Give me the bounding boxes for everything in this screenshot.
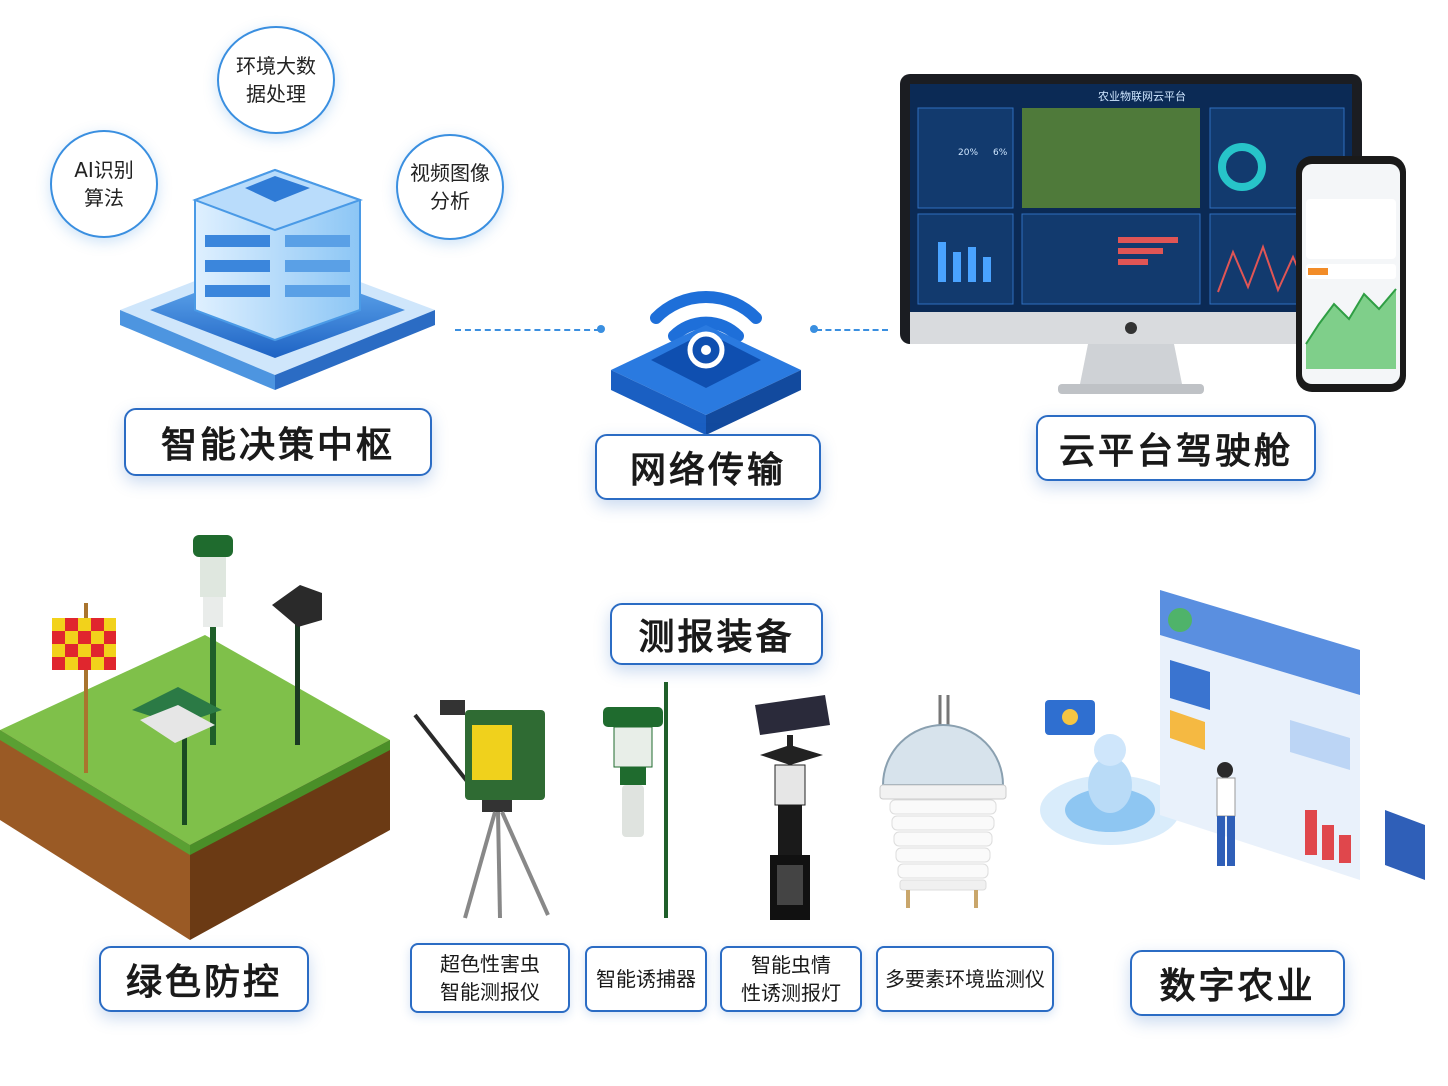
mobile-phone-illustration (1296, 156, 1406, 392)
env-monitor-device (879, 695, 1007, 908)
dashboard-stat-1: 20% (958, 148, 979, 158)
bubble-ai-algorithm: AI识别 算法 (50, 130, 158, 238)
dashboard-title: 农业物联网云平台 (1098, 90, 1186, 103)
label-env-monitor: 多要素环境监测仪 (876, 946, 1054, 1012)
insect-lamp-device (755, 695, 830, 920)
pest-reporter-device (413, 700, 550, 919)
label-network: 网络传输 (595, 434, 821, 500)
digital-agriculture-illustration (1040, 590, 1425, 880)
cloud-monitor-illustration (900, 74, 1362, 394)
label-monitor-equipment: 测报装备 (610, 603, 823, 665)
connector-left-dot (597, 325, 605, 333)
label-pest-reporter: 超色性害虫 智能测报仪 (410, 943, 570, 1013)
decision-server-illustration (120, 168, 435, 390)
wifi-icon (611, 290, 801, 435)
label-smart-trap: 智能诱捕器 (585, 946, 707, 1012)
label-decision-hub: 智能决策中枢 (124, 408, 432, 476)
label-digital-agriculture: 数字农业 (1130, 950, 1345, 1016)
bubble-big-data: 环境大数 据处理 (217, 26, 335, 134)
connector-right (816, 329, 888, 331)
bubble-video-analysis: 视频图像 分析 (396, 134, 504, 240)
connector-left (455, 329, 600, 331)
label-cloud-cockpit: 云平台驾驶舱 (1036, 415, 1316, 481)
smart-trap-device (603, 682, 668, 918)
connector-right-dot (810, 325, 818, 333)
green-field-illustration (0, 535, 390, 940)
label-green-control: 绿色防控 (99, 946, 309, 1012)
dashboard-stat-2: 6% (993, 148, 1008, 158)
label-insect-lamp: 智能虫情 性诱测报灯 (720, 946, 862, 1012)
